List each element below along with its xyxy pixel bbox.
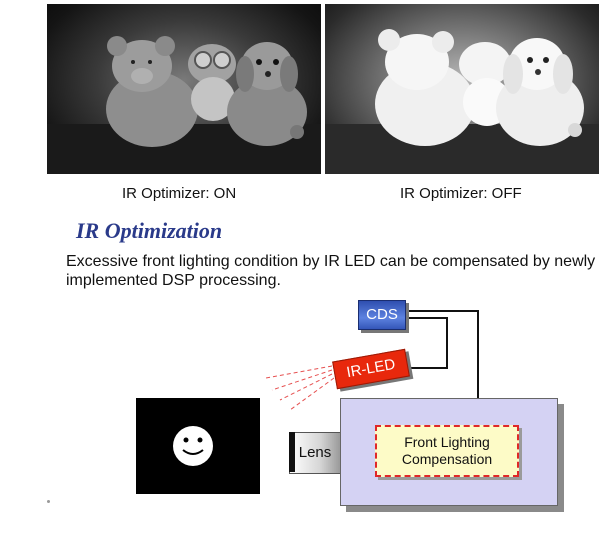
- cds-sensor: CDS: [358, 300, 406, 330]
- dsp-processor: Front Lighting Compensation: [340, 398, 558, 506]
- smiley-face-icon: [173, 426, 213, 466]
- ir-rays: [265, 365, 335, 411]
- front-lighting-compensation: Front Lighting Compensation: [375, 425, 519, 477]
- page-dot: [47, 500, 50, 503]
- section-description: Excessive front lighting condition by IR…: [66, 253, 596, 289]
- ir-optimizer-off-caption: IR Optimizer: OFF: [400, 185, 522, 202]
- ir-optimizer-on-caption: IR Optimizer: ON: [122, 185, 237, 202]
- lens: Lens: [289, 432, 341, 474]
- section-title: IR Optimization: [76, 218, 223, 243]
- ir-optimizer-off-photo: [325, 4, 599, 174]
- subject-frame: [136, 398, 260, 494]
- lens-front-icon: [289, 432, 295, 472]
- ir-optimizer-on-photo: [47, 4, 321, 174]
